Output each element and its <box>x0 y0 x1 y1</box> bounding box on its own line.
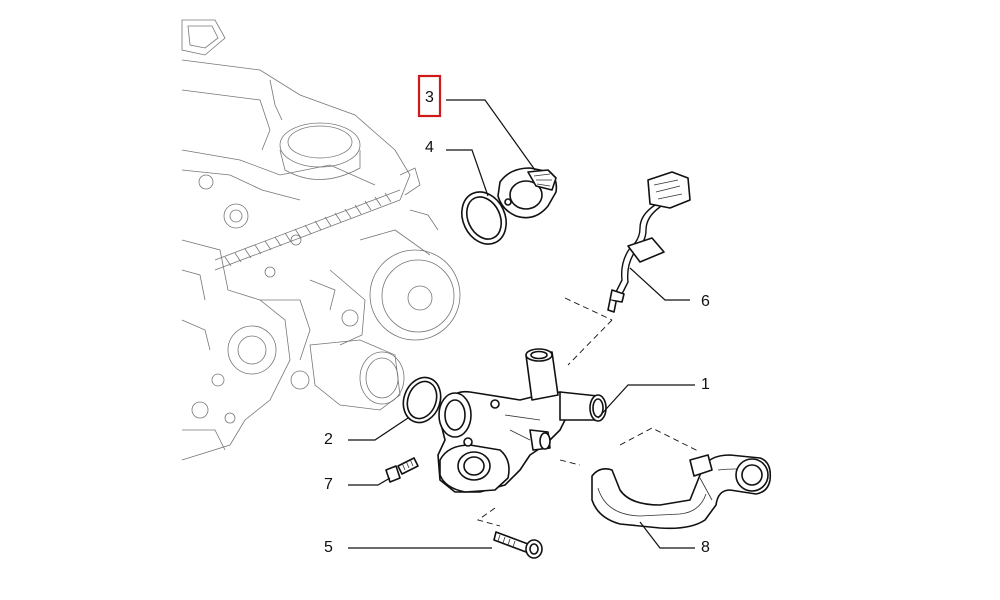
assembly-guide-lines <box>476 297 701 527</box>
callout-5[interactable]: 5 <box>324 539 333 556</box>
callout-8[interactable]: 8 <box>701 539 710 556</box>
part-7-bolt <box>385 457 419 483</box>
part-1-thermostat-housing <box>437 348 607 493</box>
part-5-bolt <box>493 531 543 559</box>
callout-1[interactable]: 1 <box>701 376 710 393</box>
part-8-hose <box>591 454 772 530</box>
engine-block-drawing <box>181 19 461 461</box>
part-3-thermostat <box>497 167 558 219</box>
part-6-temperature-sensor <box>607 171 691 313</box>
leader-lines <box>348 99 695 549</box>
part-2-o-ring <box>402 376 442 424</box>
callout-2[interactable]: 2 <box>324 431 333 448</box>
part-4-gasket <box>461 191 507 245</box>
callout-3-highlight-box <box>417 74 442 118</box>
callout-7[interactable]: 7 <box>324 476 333 493</box>
callout-labels: 3 4 6 1 2 7 5 8 <box>324 74 710 556</box>
callout-4[interactable]: 4 <box>425 139 434 156</box>
callout-6[interactable]: 6 <box>701 293 710 310</box>
callout-3[interactable]: 3 <box>425 89 434 106</box>
